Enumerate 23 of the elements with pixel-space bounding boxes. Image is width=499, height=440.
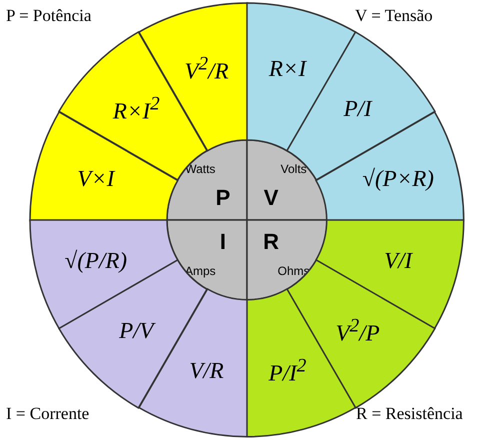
formula-text: √(P×R)	[362, 166, 434, 192]
unit-text: Amps	[184, 264, 216, 278]
corner-label: I = Corrente	[6, 404, 90, 424]
formula-text: V×I	[77, 166, 114, 192]
formula-text: P/I$^{2}$	[268, 356, 306, 386]
quantity-letter: R	[263, 229, 279, 256]
corner-label: R = Resistência	[356, 404, 463, 424]
formula-text: P/V	[119, 318, 154, 344]
formula-text: √(P/R)	[64, 248, 128, 274]
formula-text: R×I$^{2}$	[112, 94, 160, 125]
formula-text: V$^{2}$/R	[184, 54, 229, 84]
formula-text: R×I	[268, 56, 306, 82]
formula-text: P/I	[344, 96, 372, 122]
formula-text: V/I	[384, 248, 412, 274]
formula-text: V/R	[189, 358, 224, 384]
unit-text: Volts	[280, 162, 307, 176]
quantity-letter: I	[220, 229, 226, 256]
corner-label: P = Potência	[6, 6, 92, 26]
corner-label: V = Tensão	[355, 6, 433, 26]
quantity-letter: P	[216, 184, 230, 211]
formula-text: V$^{2}$/P	[336, 315, 380, 346]
quantity-letter: V	[264, 184, 278, 211]
unit-text: Watts	[185, 162, 216, 176]
